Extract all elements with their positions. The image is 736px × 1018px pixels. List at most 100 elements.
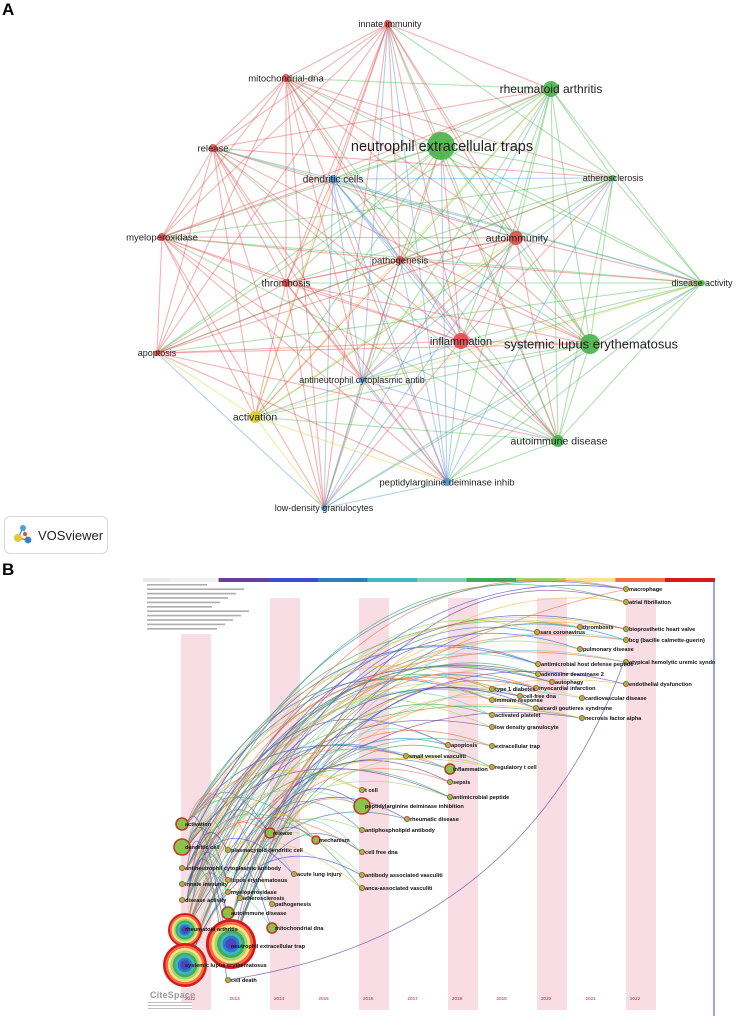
network-link [212, 147, 559, 442]
node-thrombosis [282, 279, 290, 287]
network-link [361, 259, 401, 381]
network-link [332, 178, 517, 239]
node-atherosclerosis [610, 175, 616, 181]
network-link [254, 282, 703, 418]
network-link [361, 23, 389, 381]
keyword-label-mechanism: mechanism [319, 838, 350, 844]
node-label-atherosclerosis: atherosclerosis [583, 173, 644, 183]
node-activation [249, 411, 261, 423]
timeline-link [186, 827, 228, 851]
node-label-thrombosis: thrombosis [262, 279, 311, 290]
keyword-label-antiphospholipid-antibody: antiphospholipid antibody [365, 828, 436, 834]
node-regulatory-t-cell [488, 763, 495, 770]
network-link [156, 236, 163, 354]
timeline-link [232, 744, 492, 947]
keyword-label-cell-death: cell death [231, 978, 257, 984]
keyword-cooccurrence-network: innate immunitymitochondrial-dnarheumato… [126, 19, 733, 513]
year-band-2020 [537, 598, 567, 1010]
network-link [212, 147, 256, 418]
year-tick-2022: 2022 [630, 996, 641, 1001]
network-link [285, 77, 462, 342]
node-label-low-density-granulocytes: low-density granulocytes [275, 503, 374, 513]
node-pathogenesis [396, 256, 404, 264]
network-link [399, 177, 614, 261]
network-link [156, 352, 448, 483]
network-link [446, 340, 462, 483]
timeline-link [186, 826, 228, 881]
network-link [332, 178, 448, 483]
node-bcg-bacille-calmette-guerin [622, 637, 629, 644]
timeline-link [186, 620, 580, 825]
network-link [212, 23, 389, 149]
timeline-link [232, 687, 536, 914]
keyword-label-plasmacytoid-dendritic-cell: plasmacytoid dendritic cell [231, 848, 303, 854]
timeline-link [186, 584, 626, 869]
network-link [446, 177, 614, 483]
node-label-antineutrophil-cytoplasmic-antib: antineutrophil cytoplasmic antib [299, 375, 425, 385]
timeline-link [232, 738, 448, 914]
year-tick-2014: 2014 [274, 996, 285, 1001]
network-link [361, 282, 703, 381]
keyword-label-disease-activity: disease activity [185, 898, 227, 904]
network-link [156, 147, 214, 354]
network-link [589, 177, 614, 345]
timeline-link [186, 676, 520, 930]
network-link [460, 282, 703, 342]
node-label-inflammation: inflammation [430, 336, 492, 348]
node-mechanism [311, 835, 321, 845]
keyword-label-sepsis: sepsis [453, 780, 470, 786]
network-link [156, 352, 325, 509]
timeline-link [186, 793, 272, 905]
keyword-label-type-1-diabetes: type 1 diabetes [495, 687, 535, 693]
keyword-label-activation: activation [185, 822, 212, 828]
node-label-dendritic-cells: dendritic cells [303, 175, 364, 186]
network-link [557, 282, 703, 442]
network-link [285, 77, 442, 147]
network-link [285, 77, 552, 90]
keyword-label-mitochondrial-dna: mitochondrial dna [275, 926, 324, 932]
network-link [254, 259, 401, 418]
keyword-label-cardiovascular-disease: cardiovascular disease [585, 696, 647, 702]
keyword-label-thrombosis: thrombosis [583, 625, 613, 631]
node-immune-response [488, 697, 495, 704]
node-low-density-granulocytes [321, 505, 327, 511]
node-myeloperoxidase [158, 233, 166, 241]
node-label-rheumatoid-arthritis: rheumatoid arthritis [500, 82, 603, 96]
network-link [550, 88, 614, 179]
node-cardiovascular-disease [578, 695, 585, 702]
network-link [161, 236, 256, 418]
network-link [387, 23, 559, 442]
timeline-link [232, 798, 362, 947]
network-link [285, 23, 389, 79]
keyword-label-antimicrobial-host-defense-peptide: antimicrobial host defense peptide [541, 662, 633, 668]
network-link [323, 88, 552, 509]
timeline-link [186, 678, 492, 885]
keyword-label-rheumatic-disease: rheumatic disease [410, 817, 459, 823]
keyword-label-necrosis-factor-alpha: necrosis factor alpha [585, 716, 642, 722]
node-antimicrobial-peptide [446, 793, 453, 800]
network-link [285, 77, 448, 483]
timeline-link [186, 867, 272, 905]
node-autoimmune-disease [221, 906, 235, 920]
year-color-segment [317, 578, 368, 582]
timeline-link [186, 760, 450, 966]
year-tick-2017: 2017 [408, 996, 419, 1001]
keyword-label-macrophage: macrophage [629, 587, 662, 593]
network-link [212, 147, 287, 284]
keyword-label-cell-free-dna: cell free dna [365, 850, 399, 856]
keyword-label-antimicrobial-peptide: antimicrobial peptide [453, 795, 509, 801]
network-link [285, 177, 614, 284]
timeline-link [232, 831, 362, 881]
keyword-label-autoimmune-disease: autoimmune disease [231, 911, 286, 917]
timeline-link [186, 855, 362, 966]
node-ring-rheumatoid-arthritis [183, 928, 187, 932]
node-inflammation [444, 763, 456, 775]
node-disease-activity [699, 280, 705, 286]
network-link [212, 147, 517, 239]
network-link [254, 282, 287, 418]
network-link [361, 177, 614, 381]
network-link [460, 177, 614, 342]
node-label-innate-immunity: innate immunity [358, 19, 422, 29]
node-label-apoptosis: apoptosis [138, 348, 177, 358]
